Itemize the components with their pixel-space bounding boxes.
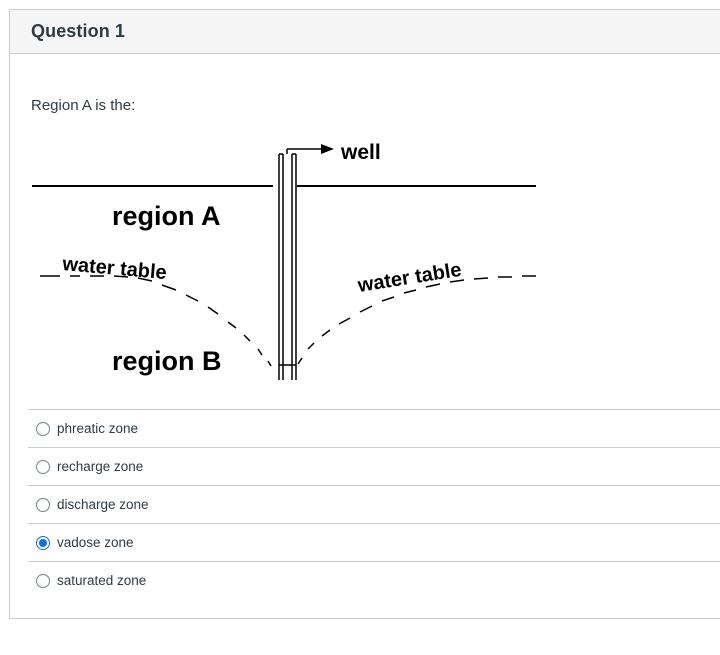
answer-label: vadose zone: [57, 535, 134, 550]
answer-label: discharge zone: [57, 497, 149, 512]
answer-option-phreatic-zone[interactable]: phreatic zone: [28, 409, 720, 447]
radio-button[interactable]: [36, 422, 50, 436]
answer-label: recharge zone: [57, 459, 143, 474]
question-card: Question 1 Region A is the: well region …: [9, 9, 720, 619]
region-b-label: region B: [112, 346, 222, 376]
well-label: well: [340, 141, 381, 164]
question-title: Question 1: [31, 21, 125, 42]
water-table-label-left: water table: [61, 253, 168, 284]
radio-button-selected[interactable]: [36, 536, 50, 550]
radio-button[interactable]: [36, 498, 50, 512]
question-prompt: Region A is the:: [31, 97, 135, 114]
answer-label: saturated zone: [57, 573, 146, 588]
answer-option-saturated-zone[interactable]: saturated zone: [28, 561, 720, 599]
water-table-line-right: [298, 276, 536, 364]
well-casing: [279, 154, 296, 380]
groundwater-diagram: well region A region B water table water…: [32, 135, 542, 387]
radio-button[interactable]: [36, 460, 50, 474]
answer-option-recharge-zone[interactable]: recharge zone: [28, 447, 720, 485]
answer-option-vadose-zone[interactable]: vadose zone: [28, 523, 720, 561]
answer-list: phreatic zone recharge zone discharge zo…: [28, 409, 720, 599]
region-a-label: region A: [112, 201, 221, 231]
radio-button[interactable]: [36, 574, 50, 588]
answer-option-discharge-zone[interactable]: discharge zone: [28, 485, 720, 523]
answer-label: phreatic zone: [57, 421, 138, 436]
question-header: Question 1: [10, 10, 720, 54]
well-arrow: [287, 144, 334, 154]
